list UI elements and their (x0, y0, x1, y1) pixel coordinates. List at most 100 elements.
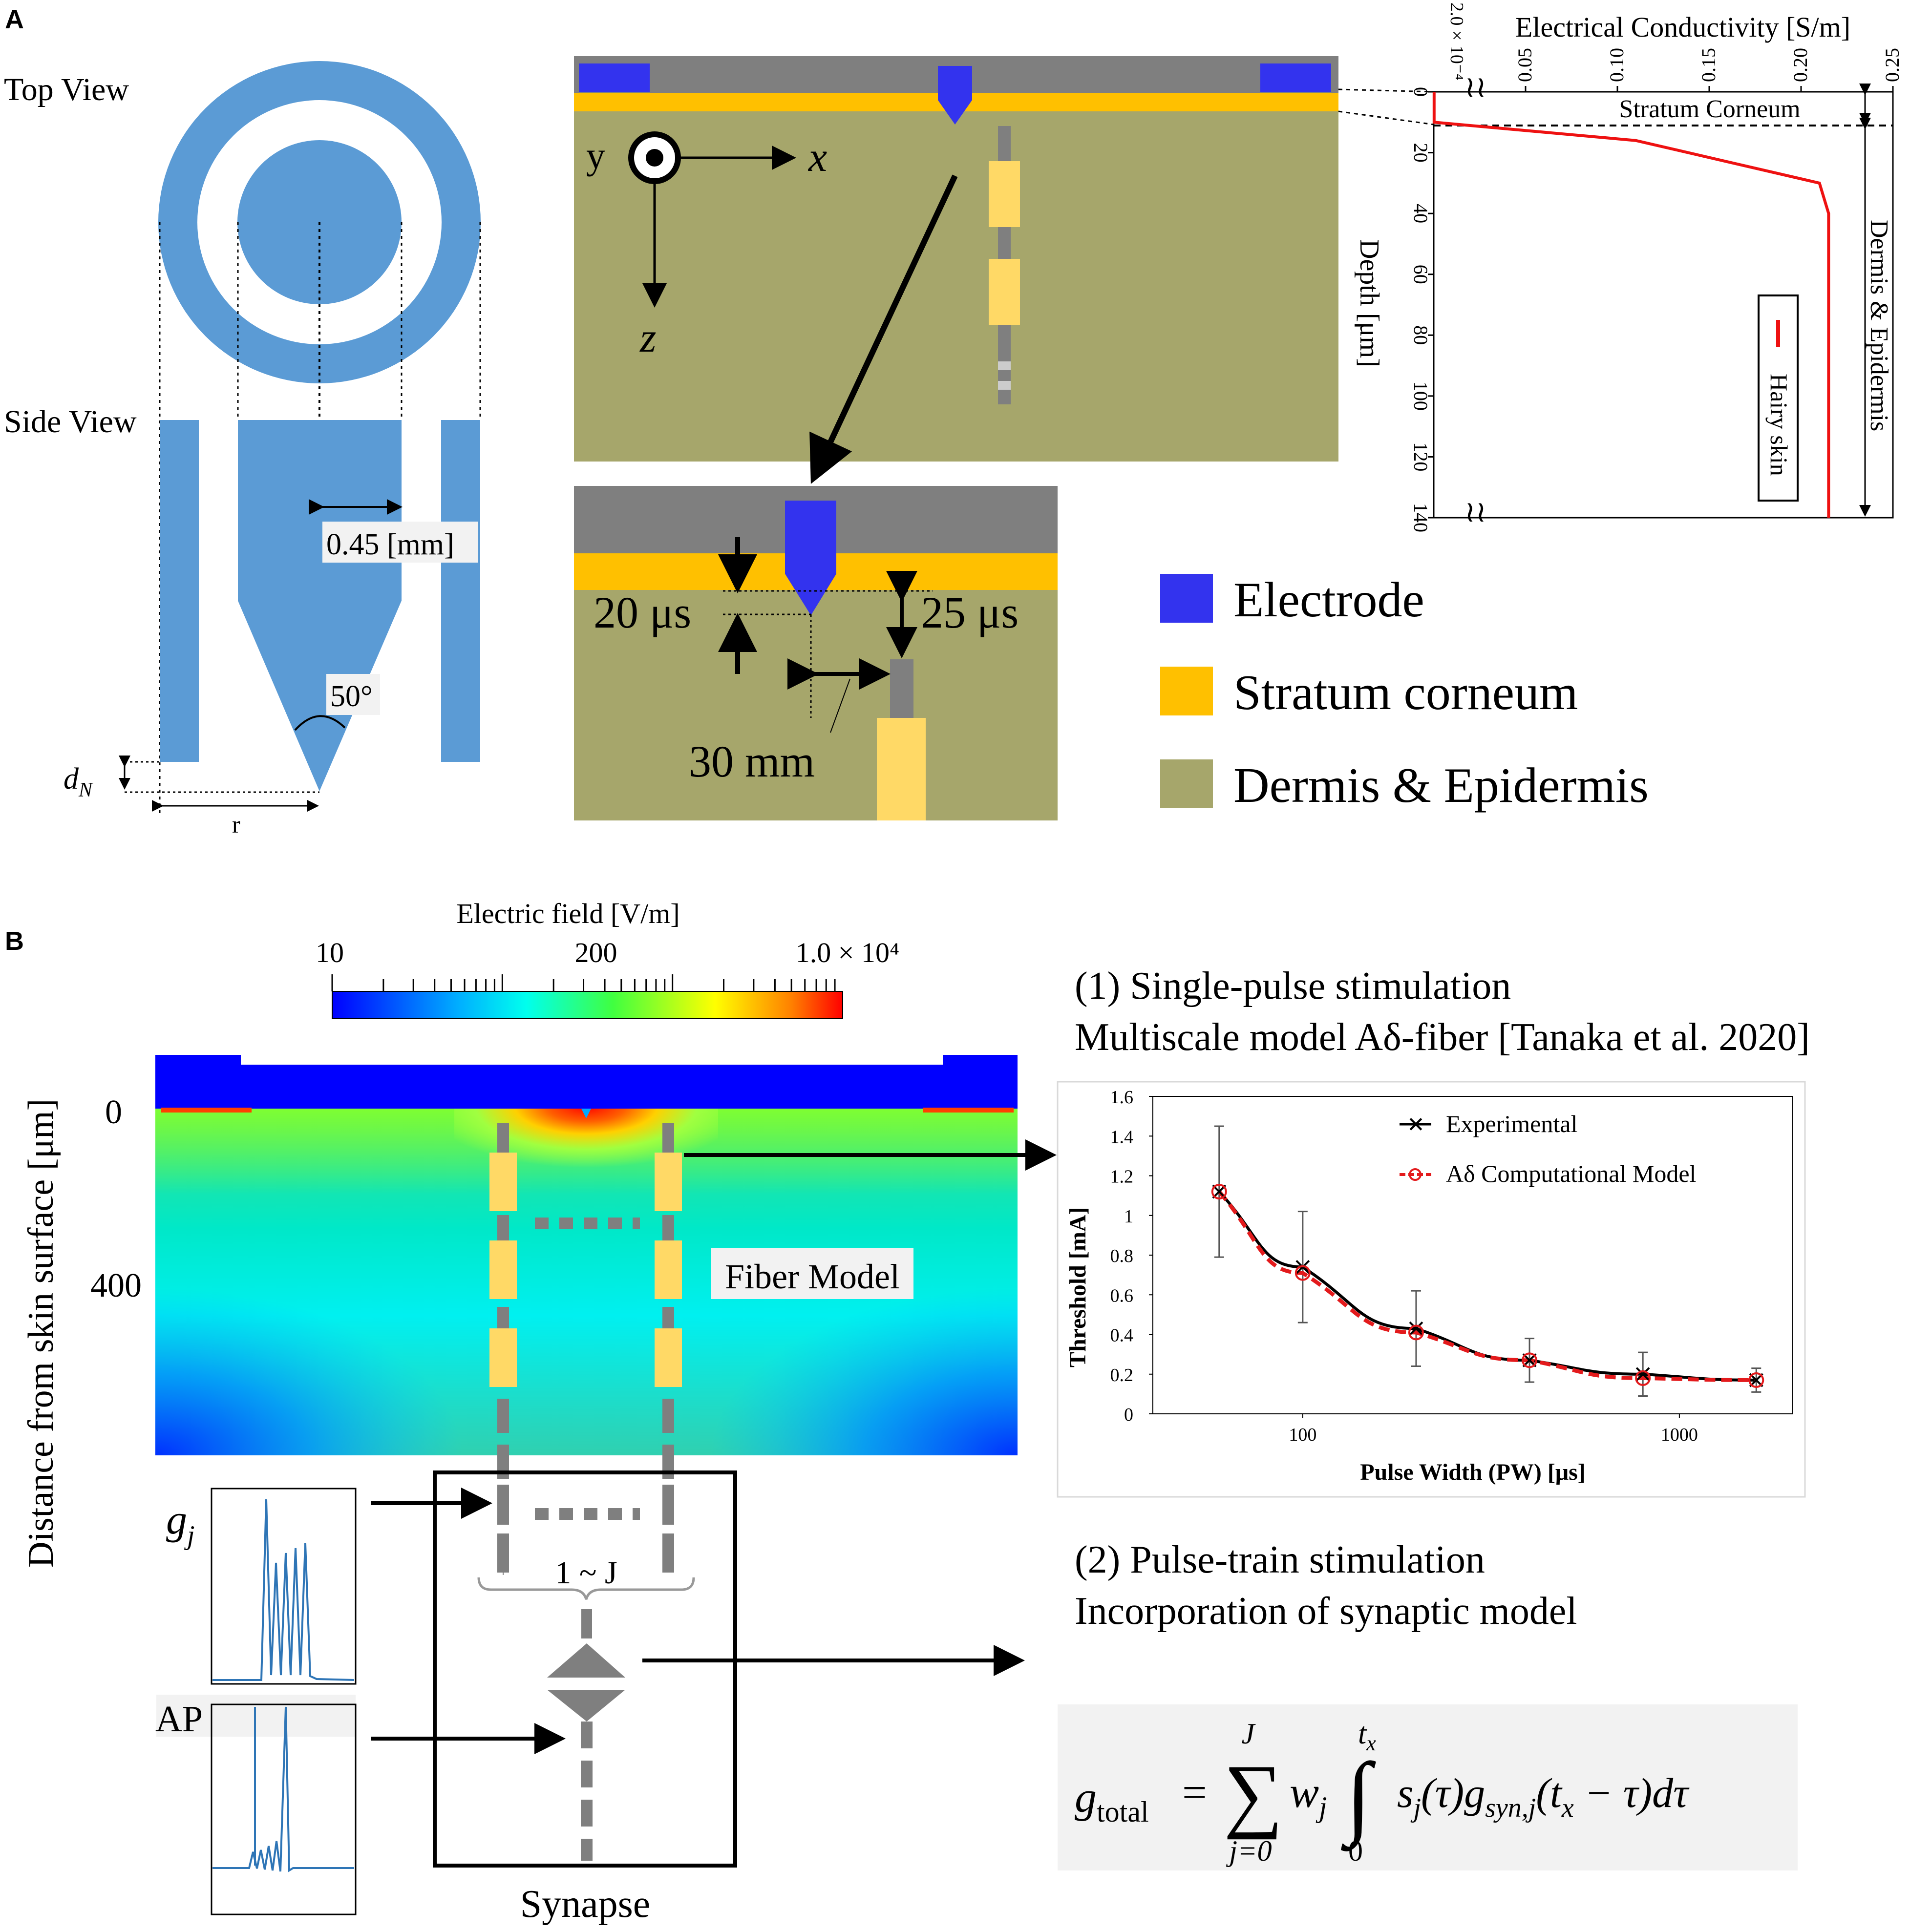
synapse-box (433, 1470, 737, 1868)
threshold-ylabel: Threshold [mA] (1065, 1207, 1091, 1367)
point-computational-model (1522, 1352, 1538, 1368)
field-yaxis-label: Distance from skin surface [μm] (21, 1099, 61, 1568)
depth-tick-label: 120 (1410, 442, 1432, 471)
colorbar-gradient (332, 991, 843, 1019)
postsynaptic-terminal (547, 1690, 625, 1722)
fiber-gap-2 (998, 381, 1011, 390)
fiber-right-node-2 (655, 1240, 682, 1299)
threshold-ytick-label: 1 (1124, 1206, 1133, 1227)
point-computational-model (1635, 1370, 1651, 1386)
depth-axis-label: Depth [μm] (1354, 239, 1384, 367)
field-electrode-layer (155, 1065, 1018, 1109)
angle-box (326, 674, 380, 715)
connector-bottom (1338, 110, 1434, 126)
fiber-gap-1 (998, 361, 1011, 370)
depth-tick-label: 0 (1410, 87, 1432, 97)
depth-tick-label: 80 (1410, 325, 1432, 345)
fiber-model-box (711, 1248, 913, 1299)
formula-sum-top: J (1242, 1718, 1256, 1750)
field-edge-right (923, 1108, 1014, 1113)
range-label: 1 ~ J (555, 1555, 617, 1591)
depth-tick-label: 60 (1410, 265, 1432, 284)
angle-arc (294, 715, 346, 731)
single-pulse-title: (1) Single-pulse stimulation (1075, 965, 1511, 1008)
inset-fiber-axon (890, 659, 913, 718)
gj-trace-bg (156, 1489, 356, 1684)
legend-experimental: Experimental (1446, 1110, 1577, 1137)
dim-25-label: 25 μs (921, 588, 1019, 637)
colorbar: Electric field [V/m] 10 200 1.0 × 10⁴ (316, 898, 899, 1019)
inset-fiber-node (877, 718, 926, 820)
gj-trace: gj (156, 1488, 492, 1685)
formula-box (1058, 1704, 1798, 1870)
point-computational-model (1211, 1184, 1227, 1199)
field-ytick-0: 0 (105, 1093, 122, 1131)
dim-30-label: 30 mm (689, 736, 815, 786)
formula-sum-bottom: j=0 (1226, 1835, 1272, 1867)
fiber-node-1 (989, 161, 1020, 227)
colorbar-tick-10: 10 (316, 937, 344, 968)
formula-int-top: tx (1358, 1717, 1376, 1755)
dermis-region-label: Dermis & Epidermis (1865, 220, 1893, 431)
depth-tick-label: 140 (1410, 503, 1432, 532)
connector-top (1338, 88, 1434, 93)
electric-field-map: Fiber Model (155, 1055, 1018, 1573)
gj-trace-frame (211, 1488, 357, 1685)
y-axis-dot (646, 149, 663, 167)
depth-tick-label: 40 (1410, 204, 1432, 223)
legend-swatch-dermis (1160, 759, 1213, 808)
legend-marker-model (1409, 1168, 1422, 1181)
single-pulse-subtitle: Multiscale model Aδ-fiber [Tanaka et al.… (1075, 1016, 1810, 1059)
dimension-045: 0.45 [mm] (326, 528, 454, 561)
colorbar-tick-200: 200 (575, 937, 617, 968)
ap-label: AP (155, 1699, 203, 1740)
zoom-inset: 20 μs 25 μs 30 mm (574, 486, 1058, 820)
formula-equals: = (1182, 1768, 1207, 1817)
depth-tick-label: 20 (1410, 143, 1432, 163)
formula-lhs: gtotal (1075, 1773, 1149, 1828)
point-computational-model (1295, 1265, 1311, 1281)
top-tick-label: 0.05 (1514, 48, 1536, 82)
r-label: r (232, 811, 240, 838)
angle-label: 50° (330, 680, 373, 713)
threshold-ytick-label: 0.8 (1110, 1246, 1134, 1266)
electrode-right (1260, 63, 1331, 92)
side-ring-right (441, 420, 480, 762)
threshold-ytick-label: 1.6 (1110, 1087, 1134, 1108)
synapse-diagram: 1 ~ J Synapse (433, 1470, 737, 1926)
pulse-train-subtitle: Incorporation of synaptic model (1075, 1590, 1577, 1633)
threshold-ytick-label: 1.2 (1110, 1167, 1134, 1187)
threshold-xtick-label: 1000 (1661, 1425, 1698, 1445)
legend-swatch-stratum (1160, 667, 1213, 715)
field-edge-left (161, 1108, 252, 1113)
fiber-left-node-2 (489, 1240, 517, 1299)
field-electrode-right (943, 1055, 1018, 1074)
axis-y-label: y (586, 134, 605, 177)
field-electrode-left (155, 1055, 241, 1074)
conductivity-title: Electrical Conductivity [S/m] (1515, 11, 1850, 43)
synapse-stem-top (581, 1609, 592, 1638)
dn-label: dN (64, 762, 93, 801)
fiber-node-2 (989, 259, 1020, 325)
fiber-left (489, 1123, 517, 1573)
point-computational-model (1748, 1372, 1764, 1388)
conductivity-legend-label: Hairy skin (1765, 374, 1793, 476)
colorbar-tick-1e4: 1.0 × 10⁴ (796, 937, 899, 968)
field-needle-tip (581, 1109, 591, 1118)
legend-electrode: Electrode (1233, 572, 1424, 628)
legend-model: Aδ Computational Model (1446, 1160, 1696, 1187)
side-view-label: Side View (4, 404, 137, 440)
electrode-left (579, 63, 650, 92)
ap-trace: AP (155, 1695, 566, 1915)
point-experimental-b (1409, 1321, 1423, 1336)
top-view-label: Top View (4, 72, 129, 107)
dermis-region (574, 56, 1338, 462)
ap-waveform (212, 1706, 354, 1872)
legend-dermis: Dermis & Epidermis (1233, 758, 1649, 813)
formula-body: sj(τ)gsyn,j(tx − τ)dτ (1397, 1769, 1690, 1823)
